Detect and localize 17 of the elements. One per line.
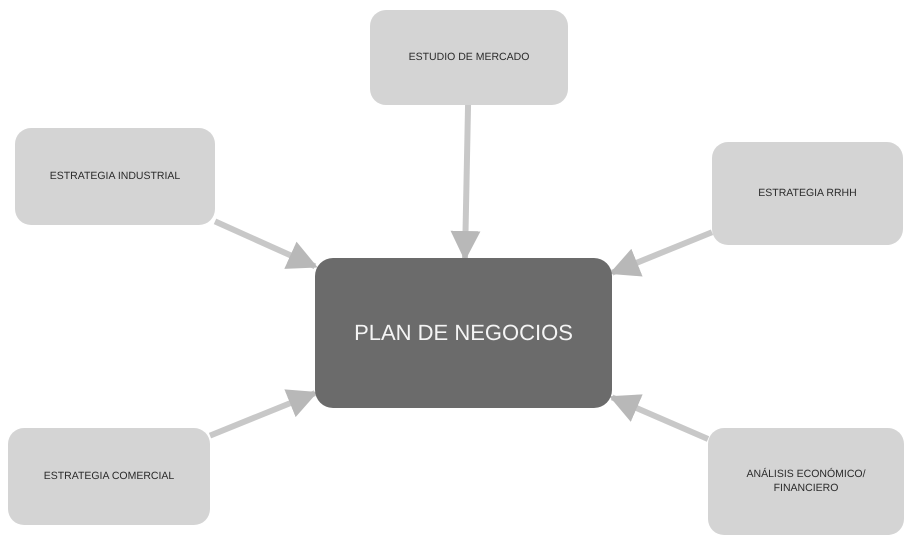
- arrow: [609, 229, 714, 277]
- central-box: [315, 258, 612, 408]
- node-label: ESTRATEGIA RRHH: [758, 186, 857, 200]
- arrow: [208, 389, 318, 438]
- arrow: [450, 104, 481, 261]
- topic-box: [370, 10, 568, 105]
- topic-box: [8, 428, 210, 525]
- node-label: ESTRATEGIA INDUSTRIAL: [50, 170, 180, 184]
- topic-box: [15, 128, 215, 225]
- node-label: ANÁLISIS ECONÓMICO/ FINANCIERO: [745, 468, 867, 496]
- topic-box: [708, 428, 904, 535]
- arrow: [609, 394, 710, 442]
- arrow: [214, 218, 318, 270]
- node-label: ESTUDIO DE MERCADO: [408, 50, 530, 64]
- node-label: PLAN DE NEGOCIOS: [354, 318, 573, 347]
- topic-box: [712, 142, 903, 245]
- node-label: ESTRATEGIA COMERCIAL: [44, 470, 174, 484]
